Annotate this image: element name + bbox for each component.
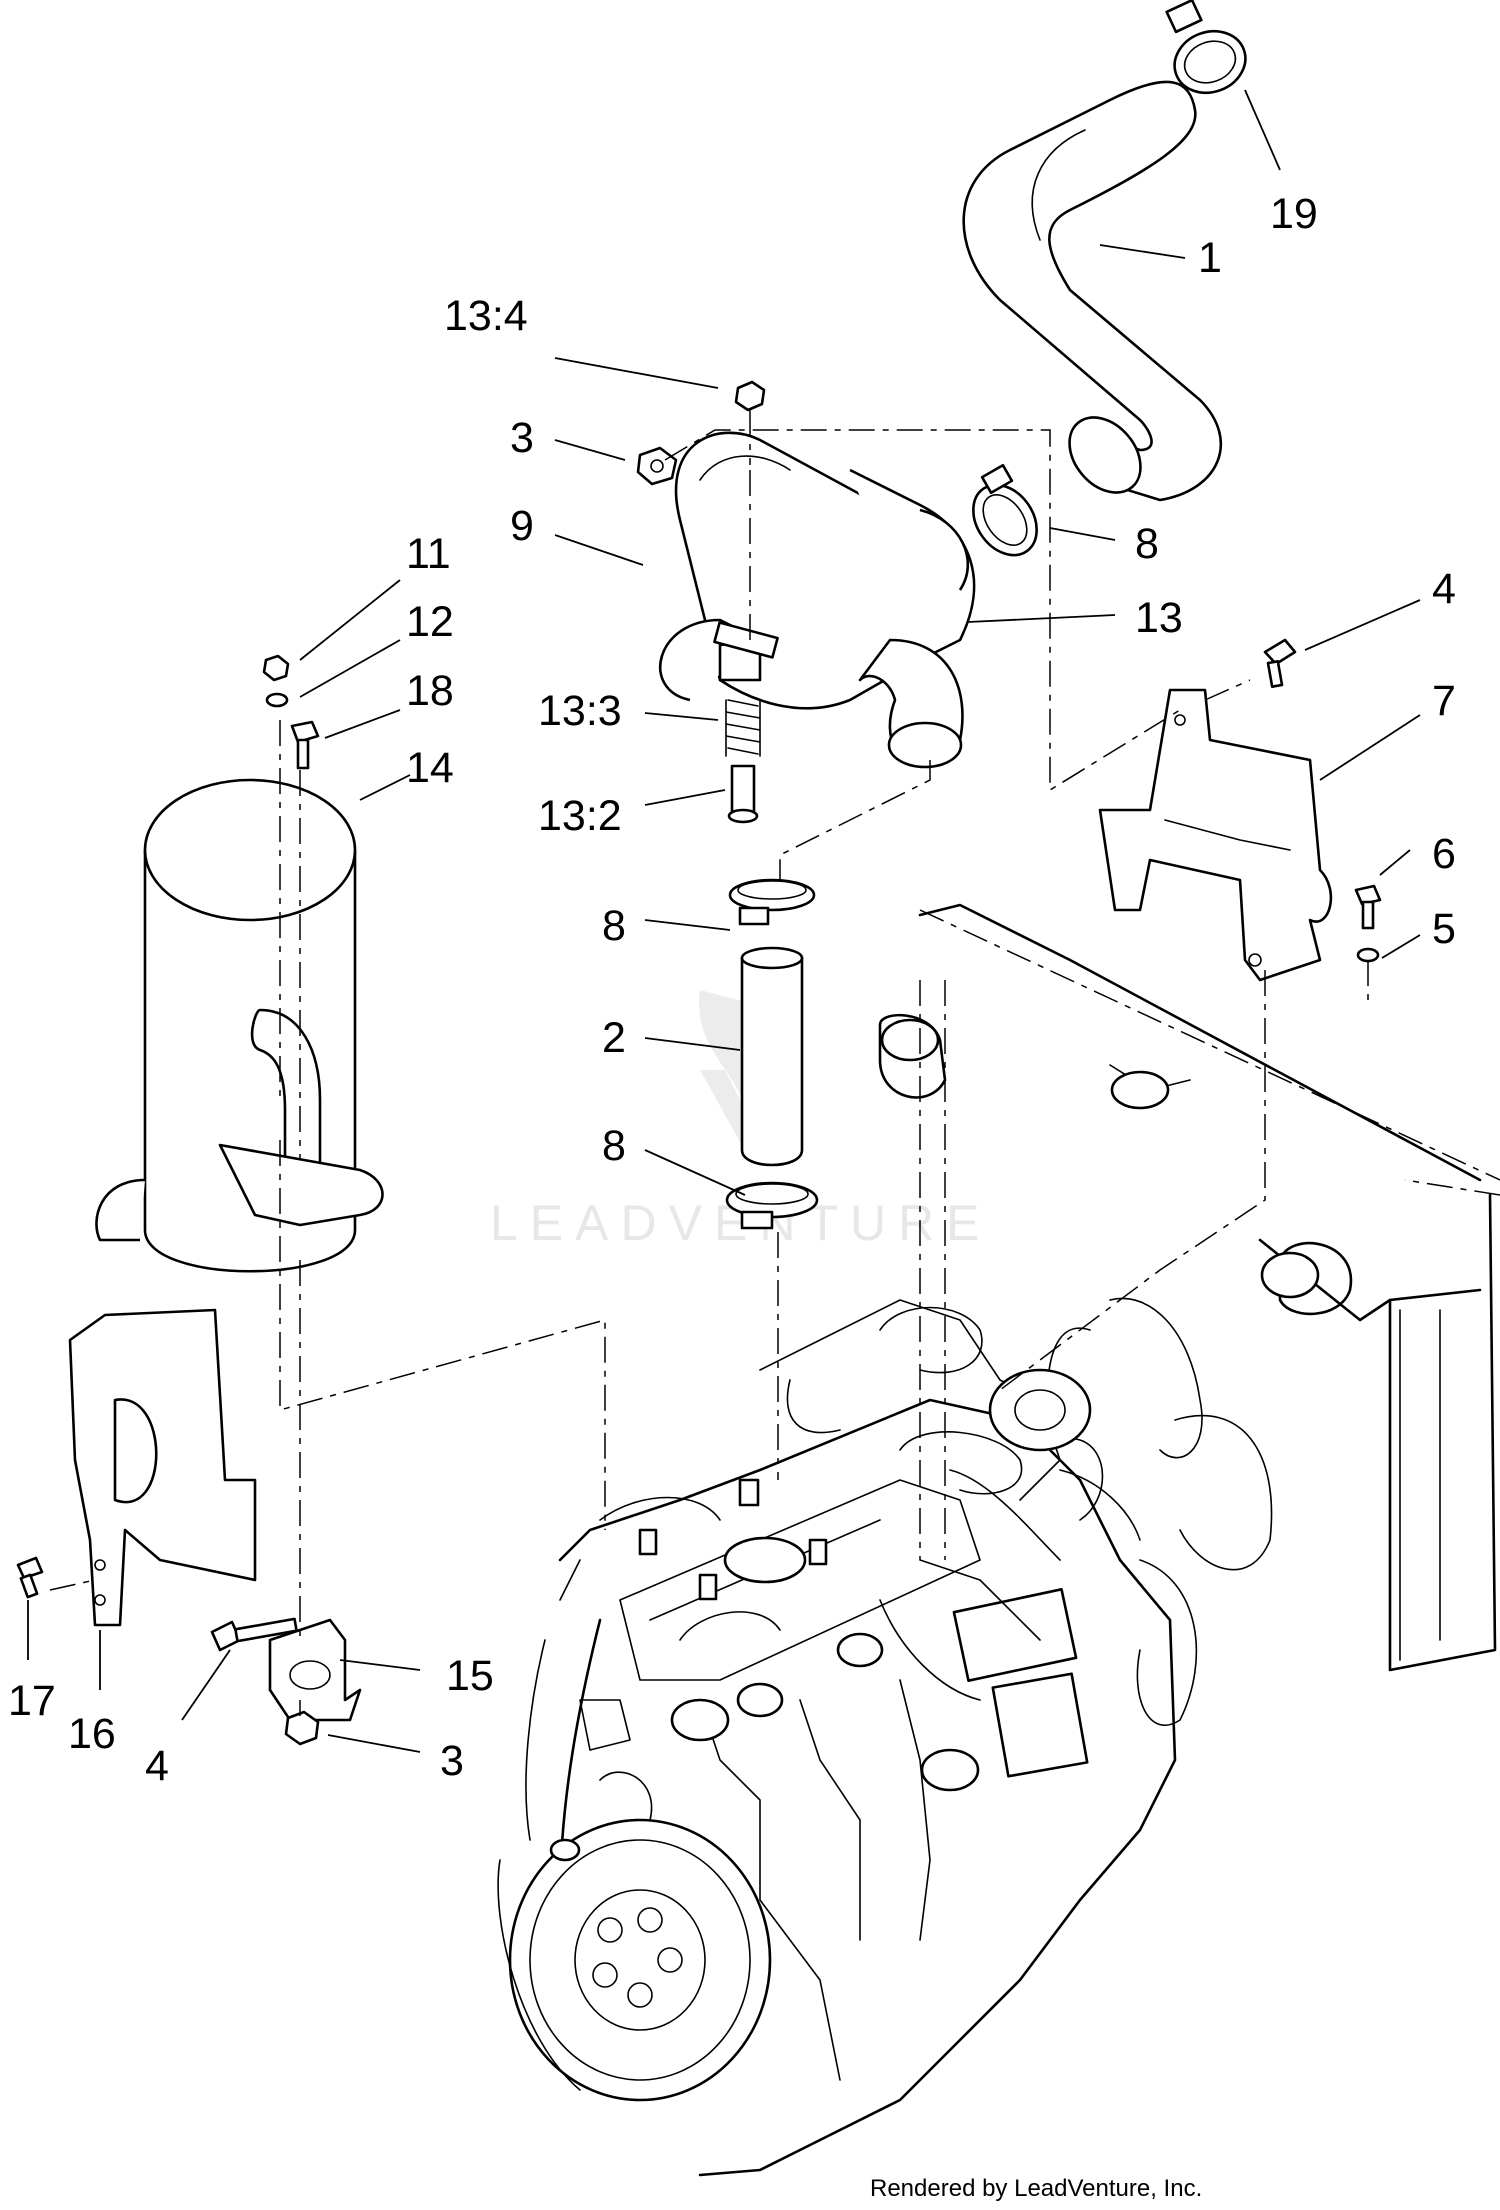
callout-11: 11 [406, 530, 451, 578]
callout-2: 2 [602, 1014, 626, 1062]
callout-4-left: 4 [145, 1742, 169, 1790]
callout-9: 9 [510, 502, 534, 550]
callout-13-3: 13:3 [538, 687, 622, 735]
callout-7: 7 [1432, 677, 1456, 725]
callout-8-top: 8 [1135, 520, 1159, 568]
radiator [878, 903, 1500, 1672]
callout-16: 16 [68, 1710, 116, 1758]
part-15-bracket [268, 1618, 362, 1722]
part-2-hose [740, 946, 804, 1167]
part-13-2-stud [727, 764, 759, 824]
part-17-bolt [16, 1556, 44, 1599]
callout-3-top: 3 [510, 414, 534, 462]
part-7-bracket [1098, 688, 1333, 982]
part-8-clamp-middle [728, 878, 816, 926]
assembly-lines [49, 410, 1369, 1716]
part-11-nut [262, 654, 290, 682]
part-13-4-nut [734, 380, 766, 412]
engine [497, 1299, 1177, 2177]
part-13-3-spring [725, 699, 761, 757]
part-12-washer [265, 692, 289, 708]
part-13-air-cleaner [659, 431, 976, 769]
part-14-muffler [95, 778, 384, 1273]
callout-18: 18 [406, 667, 454, 715]
callout-4-right: 4 [1432, 565, 1456, 613]
part-4-bolt-right [1263, 638, 1297, 688]
callouts: 19 1 13:4 3 9 8 13 4 11 12 18 14 13:3 7 … [8, 190, 1456, 1790]
callout-13: 13 [1135, 594, 1183, 642]
callout-6: 6 [1432, 830, 1456, 878]
callout-12: 12 [406, 598, 454, 646]
part-6-bolt [1354, 884, 1382, 930]
part-5-washer [1356, 947, 1380, 963]
callout-3-bottom: 3 [440, 1737, 464, 1785]
part-3-nut-bottom [284, 1710, 320, 1746]
callout-13-2: 13:2 [538, 792, 622, 840]
part-8-clamp-lower [725, 1181, 819, 1230]
part-16-heat-shield [68, 1308, 257, 1627]
callout-19: 19 [1270, 190, 1318, 238]
callout-1: 1 [1198, 234, 1222, 282]
cooling-fan [1046, 1297, 1273, 1727]
part-8-clamp-upper [972, 463, 1038, 557]
callout-17: 17 [8, 1677, 56, 1725]
callout-5: 5 [1432, 905, 1456, 953]
callout-13-4: 13:4 [444, 292, 528, 340]
part-18-bolt [290, 720, 320, 770]
part-3-nut-top [636, 446, 678, 486]
leader-lines [27, 89, 1421, 1753]
part-1-intake-hose [962, 80, 1223, 502]
flywheel [508, 1818, 772, 2102]
callout-14: 14 [406, 744, 454, 792]
callout-8-low: 8 [602, 1122, 626, 1170]
credit-text: Rendered by LeadVenture, Inc. [870, 2175, 1202, 2202]
callout-8-mid: 8 [602, 902, 626, 950]
part-4-bolt-left [210, 1617, 298, 1652]
part-19-hose-clamp [1165, 0, 1247, 95]
callout-15: 15 [446, 1652, 494, 1700]
